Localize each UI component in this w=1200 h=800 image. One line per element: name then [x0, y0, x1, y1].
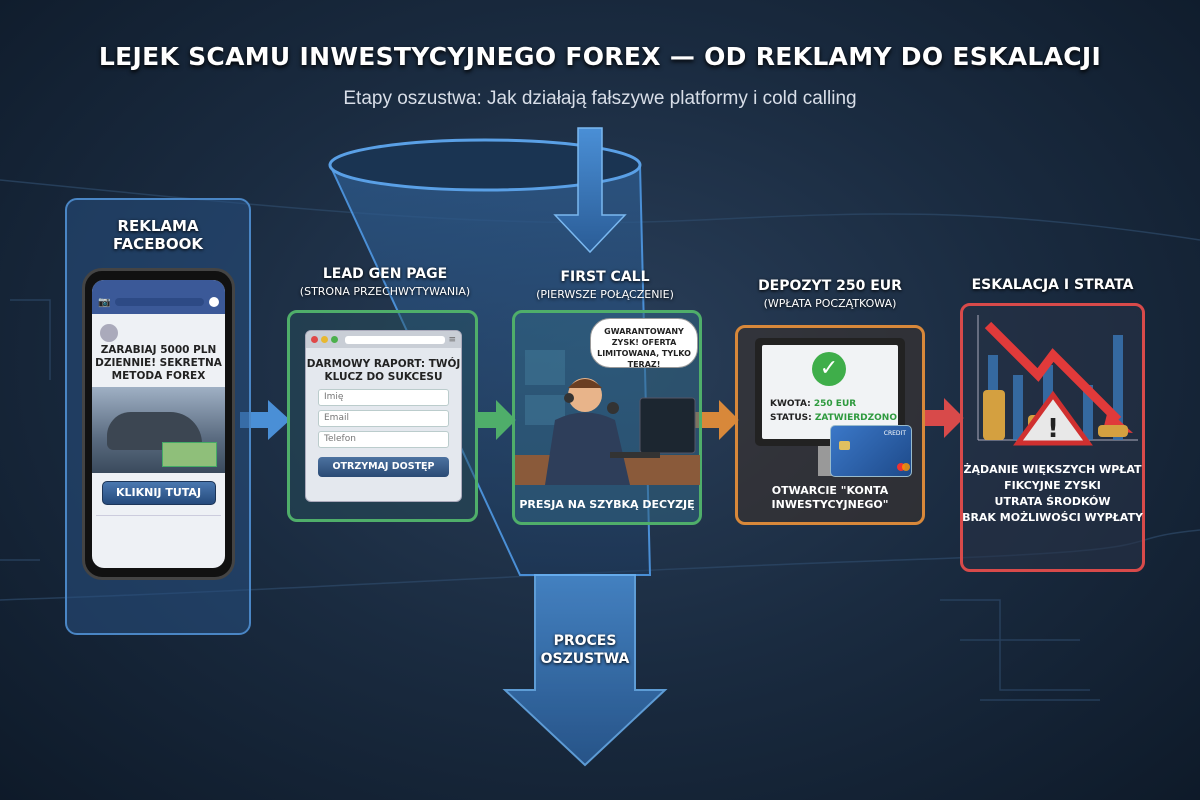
deposit-caption: OTWARCIE "KONTA INWESTYCYJNEGO" — [771, 484, 889, 511]
escalation-item: FIKCYJNE ZYSKI — [1004, 479, 1101, 492]
credit-card-icon: CREDIT — [830, 425, 912, 477]
computer-monitor — [639, 397, 696, 454]
call-caption: PRESJA NA SZYBKĄ DECYZJĘ — [519, 498, 695, 511]
phone-mockup: 📷 ZARABIAJ 5000 PLN DZIENNIE! SEKRETNA M… — [82, 268, 235, 580]
camera-icon[interactable]: 📷 — [98, 296, 111, 308]
stage-lead-subtitle: (STRONA PRZECHWYTYWANIA) — [299, 285, 471, 298]
search-bar[interactable] — [115, 298, 204, 306]
escalation-list: ŻĄDANIE WIĘKSZYCH WPŁAT FIKCYJNE ZYSKI U… — [960, 462, 1145, 526]
escalation-item: ŻĄDANIE WIĘKSZYCH WPŁAT — [963, 463, 1142, 476]
bottom-arrow — [502, 574, 668, 767]
top-arrow — [553, 127, 627, 254]
name-field[interactable]: Imię — [318, 389, 449, 406]
close-icon[interactable] — [311, 336, 318, 343]
keyboard — [610, 452, 660, 458]
stage-deposit-subtitle: (WPŁATA POCZĄTKOWA) — [763, 297, 897, 310]
menu-icon[interactable]: ≡ — [448, 334, 456, 345]
ad-headline: ZARABIAJ 5000 PLN DZIENNIE! SEKRETNA MET… — [95, 344, 222, 382]
funnel-label: PROCES OSZUSTWA — [540, 633, 630, 667]
down-trend-arrow — [984, 321, 1122, 424]
checkmark-icon: ✓ — [812, 352, 846, 386]
stage-escalation-title: ESKALACJA I STRATA — [971, 277, 1134, 293]
call-center-agent-illustration — [515, 350, 700, 485]
arrow-green — [478, 400, 516, 440]
address-bar[interactable] — [345, 335, 446, 344]
money-icon — [162, 442, 217, 467]
facebook-header: 📷 — [92, 280, 225, 314]
minimize-icon[interactable] — [321, 336, 328, 343]
email-field[interactable]: Email — [318, 410, 449, 427]
svg-text:!: ! — [1047, 414, 1059, 444]
browser-window: ≡ DARMOWY RAPORT: TWÓJ KLUCZ DO SUKCESU … — [305, 330, 462, 502]
microphone-icon — [607, 402, 619, 414]
funnel-rim — [328, 138, 642, 192]
page-title: LEJEK SCAMU INWESTYCYJNEGO FOREX — OD RE… — [98, 42, 1102, 71]
amount-value: 250 EUR — [813, 399, 857, 409]
speech-bubble: GWARANTOWANY ZYSK! OFERTA LIMITOWANA, TY… — [590, 318, 698, 369]
escalation-item: BRAK MOŻLIWOŚCI WYPŁATY — [962, 511, 1143, 524]
stage-lead-title: LEAD GEN PAGE (STRONA PRZECHWYTYWANIA) — [280, 265, 490, 301]
phone-screen: 📷 ZARABIAJ 5000 PLN DZIENNIE! SEKRETNA M… — [92, 280, 225, 568]
stage-ad-title: REKLAMA FACEBOOK — [65, 217, 251, 253]
get-access-button[interactable]: OTRZYMAJ DOSTĘP — [318, 457, 449, 477]
stage-ad-title-line2: FACEBOOK — [113, 235, 203, 253]
arrow-orange — [695, 400, 739, 440]
arrow-red — [922, 398, 964, 438]
stage-call-title: FIRST CALL (PIERWSZE POŁĄCZENIE) — [505, 268, 705, 304]
headset-icon — [564, 393, 574, 403]
lead-heading: DARMOWY RAPORT: TWÓJ KLUCZ DO SUKCESU — [306, 358, 461, 383]
status-value: ZATWIERDZONO — [814, 413, 897, 423]
stage-deposit-title: DEPOZYT 250 EUR (WPŁATA POCZĄTKOWA) — [730, 277, 930, 313]
browser-toolbar: ≡ — [306, 331, 461, 348]
messenger-icon[interactable] — [209, 297, 219, 307]
click-here-button[interactable]: KLIKNIJ TUTAJ — [101, 481, 216, 505]
escalation-item: UTRATA ŚRODKÓW — [994, 495, 1111, 508]
stage-call-subtitle: (PIERWSZE POŁĄCZENIE) — [536, 288, 674, 301]
warning-icon — [1013, 390, 1093, 446]
loss-chart-illustration: ! — [977, 315, 1138, 446]
maximize-icon[interactable] — [331, 336, 338, 343]
page-subtitle: Etapy oszustwa: Jak działają fałszywe pl… — [343, 88, 857, 109]
phone-field[interactable]: Telefon — [318, 431, 449, 448]
avatar — [100, 324, 118, 342]
stage-ad-title-line1: REKLAMA — [117, 217, 199, 235]
car-image — [92, 387, 225, 473]
arrow-blue — [240, 400, 290, 440]
